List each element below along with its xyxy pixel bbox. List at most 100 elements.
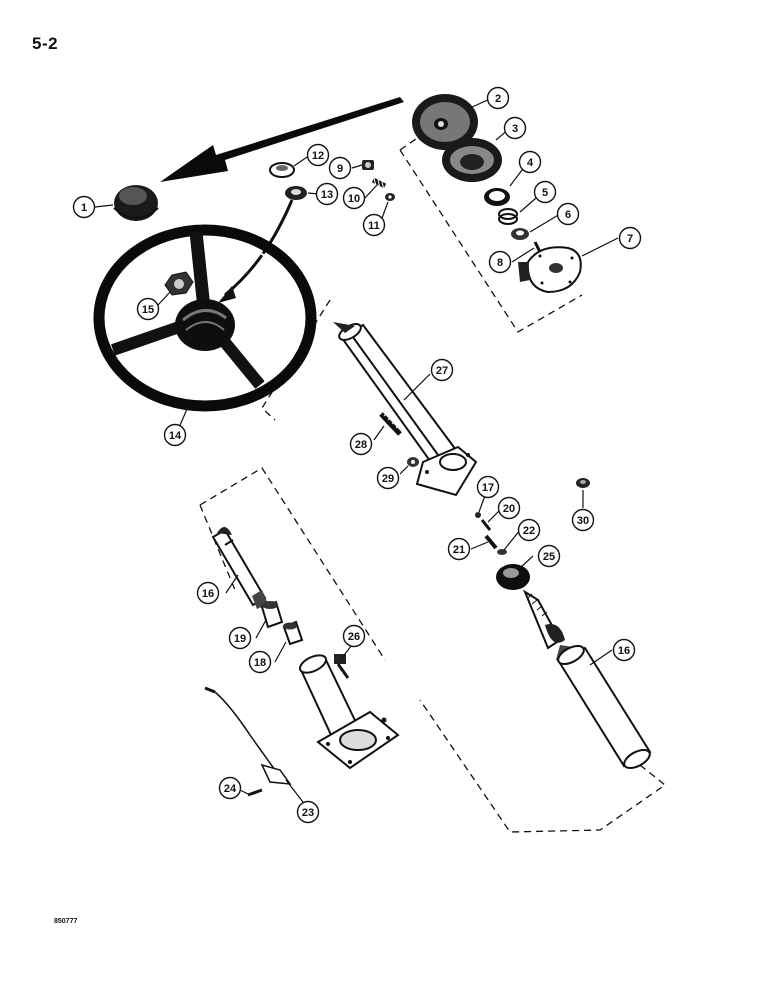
callout-label: 1 — [81, 202, 87, 214]
callout-label: 18 — [254, 657, 266, 669]
callout-circle — [218, 776, 242, 800]
part-18-bushing — [282, 620, 304, 646]
callout-circle — [306, 143, 330, 167]
callout-label: 4 — [527, 157, 534, 169]
callout-label: 29 — [382, 473, 394, 485]
callout-label: 27 — [436, 365, 448, 377]
callout-8: 8 — [488, 250, 512, 274]
callout-circle — [537, 544, 561, 568]
callout-circle — [497, 496, 521, 520]
callout-23: 23 — [296, 800, 320, 824]
callout-circle — [618, 226, 642, 250]
callout-label: 24 — [224, 783, 237, 795]
callout-29: 29 — [376, 466, 400, 490]
callout-circle — [248, 650, 272, 674]
callout-circle — [488, 250, 512, 274]
part-1-horn-cap — [113, 185, 159, 221]
part-14-steering-wheel — [93, 224, 317, 412]
callout-label: 10 — [348, 193, 360, 205]
callout-circle — [296, 800, 320, 824]
part-23-cable — [204, 686, 292, 785]
callout-label: 7 — [627, 233, 633, 245]
part-15-nut — [164, 271, 194, 296]
callout-13: 13 — [315, 182, 339, 206]
callout-4: 4 — [518, 150, 542, 174]
callout-circle — [517, 518, 541, 542]
callout-label: 19 — [234, 633, 246, 645]
callout-11: 11 — [362, 213, 386, 237]
callout-30: 30 — [571, 508, 595, 532]
part-12-bearing-ring — [269, 162, 295, 178]
callout-circle — [503, 116, 527, 140]
part-19-coupling — [260, 600, 284, 629]
callout-label: 16 — [618, 645, 630, 657]
part-29-washer — [407, 457, 419, 467]
callout-15: 15 — [136, 297, 160, 321]
part-4-ring — [484, 188, 510, 206]
callout-17: 17 — [476, 475, 500, 499]
callout-label: 20 — [503, 503, 515, 515]
assembly-arrow — [160, 97, 404, 182]
callout-label: 23 — [302, 807, 314, 819]
callout-27: 27 — [430, 358, 454, 382]
part-30-nut — [576, 478, 590, 488]
callout-circle — [476, 475, 500, 499]
callout-circle — [342, 186, 366, 210]
part-8-pin — [533, 241, 542, 253]
callout-circle — [72, 195, 96, 219]
callout-6: 6 — [556, 202, 580, 226]
callout-circle — [163, 423, 187, 447]
part-20-spring — [480, 519, 492, 531]
callout-label: 8 — [497, 257, 503, 269]
callout-7: 7 — [618, 226, 642, 250]
callout-bubbles: 1234567891011121314151616171819202122232… — [72, 86, 642, 824]
callout-circle — [315, 182, 339, 206]
callout-label: 16 — [202, 588, 214, 600]
part-27-column-tube — [333, 322, 478, 497]
figure-code: 850777 — [54, 918, 78, 925]
callout-9: 9 — [328, 156, 352, 180]
callout-label: 15 — [142, 304, 154, 316]
callout-5: 5 — [533, 180, 557, 204]
callout-label: 25 — [543, 551, 555, 563]
callout-3: 3 — [503, 116, 527, 140]
callout-18: 18 — [248, 650, 272, 674]
callout-circle — [556, 202, 580, 226]
callout-label: 30 — [577, 515, 589, 527]
callout-14: 14 — [163, 423, 187, 447]
callout-label: 28 — [355, 439, 367, 451]
callout-28: 28 — [349, 432, 373, 456]
callout-circle — [430, 358, 454, 382]
callout-circle — [342, 624, 366, 648]
callout-21: 21 — [447, 537, 471, 561]
callout-circle — [612, 638, 636, 662]
callout-25: 25 — [537, 544, 561, 568]
callout-circle — [518, 150, 542, 174]
callout-label: 6 — [565, 209, 571, 221]
callout-circle — [362, 213, 386, 237]
callout-circle — [376, 466, 400, 490]
lower-column-housing — [298, 654, 400, 770]
callout-2: 2 — [486, 86, 510, 110]
callout-16: 16 — [612, 638, 636, 662]
callout-label: 14 — [169, 430, 182, 442]
callout-circle — [328, 156, 352, 180]
part-9-nut — [362, 160, 374, 170]
callout-19: 19 — [228, 626, 252, 650]
callout-12: 12 — [306, 143, 330, 167]
callout-label: 26 — [348, 631, 360, 643]
pointer-arrow — [224, 199, 294, 297]
part-13-washer — [285, 186, 307, 200]
callout-circle — [228, 626, 252, 650]
callout-circle — [486, 86, 510, 110]
part-17-ball — [475, 512, 481, 518]
part-6-washer — [511, 228, 529, 240]
callout-label: 9 — [337, 163, 343, 175]
callout-22: 22 — [517, 518, 541, 542]
callout-label: 11 — [368, 220, 380, 232]
part-11-washer — [385, 193, 395, 201]
part-25-bearing — [496, 564, 530, 590]
callout-circle — [136, 297, 160, 321]
callout-circle — [349, 432, 373, 456]
callout-circle — [533, 180, 557, 204]
